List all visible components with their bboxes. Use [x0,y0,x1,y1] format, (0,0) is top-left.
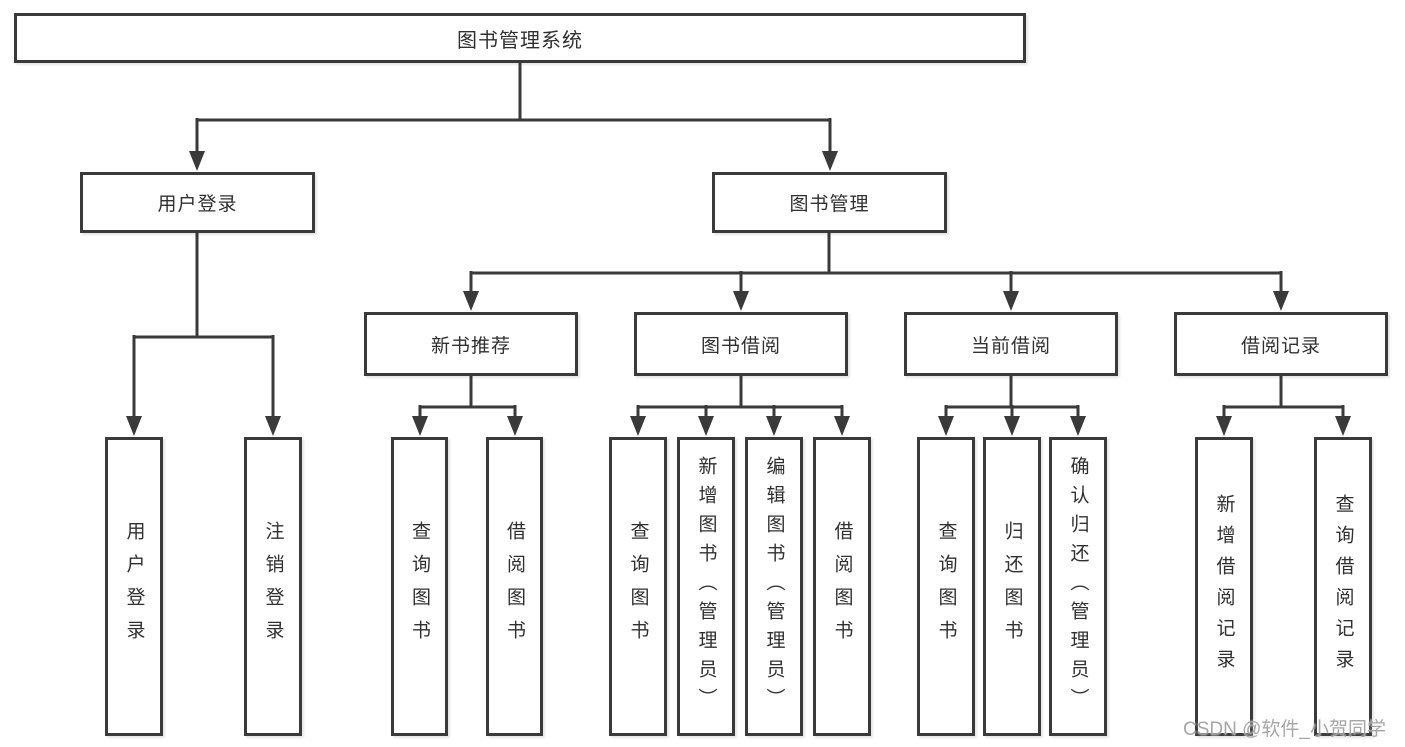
leaf-user-login: 用户登录 [105,437,163,736]
leaf-borrow-books-2: 借阅图书 [813,437,871,736]
node-book-management: 图书管理 [712,172,947,233]
node-label: 新书推荐 [430,335,511,357]
node-label: 当前借阅 [970,335,1051,357]
leaf-add-books-admin: 新增图书（管理员） [677,437,735,736]
node-label: 图书管理 [789,194,870,215]
node-label: 图书借阅 [700,335,781,357]
leaf-query-books-1: 查询图书 [391,437,448,736]
leaf-confirm-return-admin: 确认归还（管理员） [1049,437,1107,736]
leaf-return-books: 归还图书 [983,437,1041,736]
node-label: 图书管理系统 [457,29,583,52]
node-label: 查询借阅记录 [1332,493,1354,680]
leaf-query-books-3: 查询图书 [917,437,975,736]
node-user-login-group: 用户登录 [80,172,315,233]
node-label: 确认归还（管理员） [1067,456,1089,717]
node-label: 查询图书 [935,520,957,653]
leaf-query-books-2: 查询图书 [609,437,667,736]
leaf-query-borrow-record: 查询借阅记录 [1314,437,1372,736]
leaf-logout: 注销登录 [244,437,302,736]
leaf-borrow-books-1: 借阅图书 [486,437,543,736]
node-label: 注销登录 [262,520,284,653]
node-label: 借阅图书 [504,520,525,653]
leaf-add-borrow-record: 新增借阅记录 [1195,437,1253,736]
node-label: 借阅图书 [831,520,853,653]
leaf-edit-books-admin: 编辑图书（管理员） [745,437,803,736]
node-label: 借阅记录 [1240,335,1321,357]
node-label: 新增图书（管理员） [695,456,717,717]
node-label: 归还图书 [1001,520,1023,653]
node-current-borrow: 当前借阅 [904,312,1118,376]
node-label: 用户登录 [123,520,145,653]
node-library-management-system: 图书管理系统 [14,13,1026,63]
node-label: 查询图书 [627,520,649,653]
node-label: 新增借阅记录 [1213,493,1235,680]
node-book-borrow: 图书借阅 [634,312,848,376]
node-label: 编辑图书（管理员） [763,456,785,717]
csdn-watermark: CSDN @软件_小贺同学 [1183,719,1386,740]
node-label: 用户登录 [157,194,238,215]
node-label: 查询图书 [409,520,430,653]
node-new-book-recommend: 新书推荐 [364,312,578,376]
node-borrow-records: 借阅记录 [1174,312,1388,376]
